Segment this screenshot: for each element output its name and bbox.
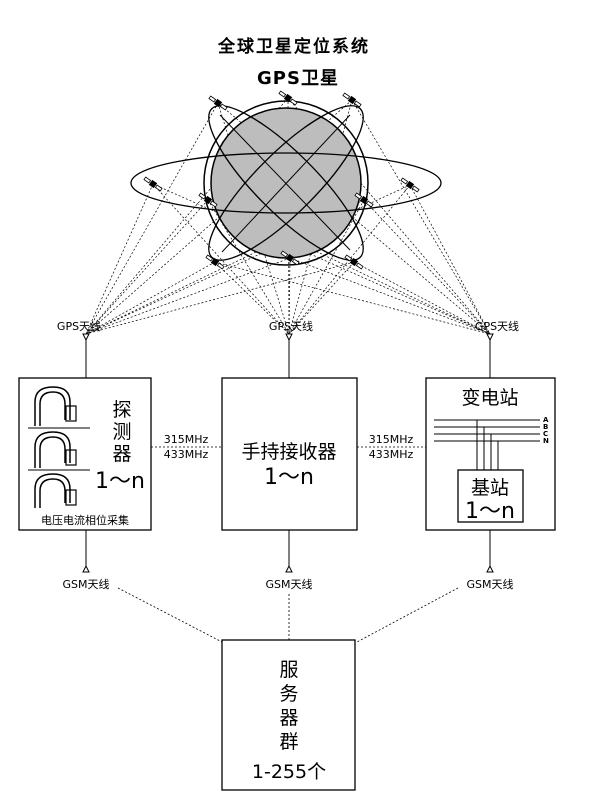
earth-globe: [130, 100, 442, 266]
satellite-signal-line: [353, 261, 491, 335]
phase-label-n: N: [543, 437, 549, 445]
gps-antenna-right-label: GPS天线: [475, 319, 519, 333]
right-link-freq-2: 433MHz: [369, 448, 414, 461]
gsm-antenna-left-label: GSM天线: [63, 577, 110, 591]
satellite-icon: [205, 254, 225, 270]
server-name-char-4: 群: [279, 731, 298, 753]
satellite-signal-line: [85, 261, 355, 335]
server-count: 1-255个: [252, 761, 326, 783]
left-link-freq-1: 315MHz: [164, 433, 209, 446]
satellite-signal-line: [288, 261, 355, 335]
gps-antenna-mid-label: GPS天线: [269, 319, 313, 333]
receiver-box: 手持接收器 1～n: [221, 377, 358, 531]
gsm-antenna-right-icon: [486, 564, 494, 573]
gps-antenna-left-label: GPS天线: [57, 319, 101, 333]
base-station-count: 1～n: [465, 499, 515, 524]
detector-name-char-3: 器: [112, 443, 131, 465]
phase-label-c: C: [543, 430, 548, 438]
gsm-antenna-left-icon: [82, 564, 90, 573]
satellite-signal-line: [288, 199, 365, 335]
radio-link-left: 315MHz 433MHz: [151, 433, 222, 461]
server-box: 服 务 器 群 1-255个: [221, 639, 356, 791]
substation-box: 变电站 A B C N 基站 1～n: [425, 377, 556, 531]
gsm-antenna-mid-icon: [285, 564, 293, 573]
satellite-icon: [342, 92, 362, 108]
current-clamp-icon-3: [34, 473, 77, 508]
satellite-signal-line: [214, 261, 491, 335]
right-link-freq-1: 315MHz: [369, 433, 414, 446]
gsm-antenna-mid-label: GSM天线: [266, 577, 313, 591]
satellite-signal-line: [85, 257, 291, 335]
substation-name: 变电站: [461, 387, 518, 409]
base-station-box: [457, 469, 524, 523]
detector-box: 探 测 器 1～n 电压电流相位采集: [18, 377, 152, 531]
gps-satellite-label: GPS卫星: [257, 68, 339, 89]
receiver-name: 手持接收器: [241, 441, 336, 463]
gps-antenna-left-icon: [82, 333, 90, 342]
satellite-signal-line: [152, 183, 290, 335]
satellite-icon: [198, 192, 218, 208]
satellite-signal-line: [85, 199, 365, 335]
detector-caption: 电压电流相位采集: [41, 513, 129, 527]
gps-antenna-right-icon: [486, 333, 494, 342]
diagram-title: 全球卫星定位系统: [217, 36, 370, 57]
satellite-signal-line: [217, 102, 491, 335]
server-name-char-1: 服: [279, 659, 298, 681]
satellite-signal-line: [363, 199, 491, 335]
satellite-signal-lines: [85, 97, 491, 335]
gsm-links: [117, 587, 459, 643]
phase-label-b: B: [543, 423, 548, 431]
satellites: [143, 90, 420, 270]
equatorial-orbit: [130, 152, 442, 214]
satellite-icon: [278, 90, 298, 106]
satellite-icon: [354, 192, 374, 208]
current-clamp-icon-1: [34, 386, 77, 426]
satellite-icon: [280, 250, 300, 266]
satellite-signal-line: [85, 183, 154, 335]
satellite-signal-line: [85, 102, 219, 335]
satellite-signal-line: [409, 184, 491, 335]
detector-name-char-2: 测: [112, 421, 131, 443]
detector-count: 1～n: [95, 469, 145, 494]
satellite-icon: [400, 177, 420, 193]
receiver-count: 1～n: [264, 465, 314, 490]
inclined-orbit-2: [208, 105, 364, 261]
satellite-signal-line: [287, 97, 290, 335]
gsm-antenna-right-label: GSM天线: [467, 577, 514, 591]
phase-label-a: A: [543, 416, 549, 424]
current-clamp-icon-2: [34, 431, 77, 468]
radio-link-right: 315MHz 433MHz: [357, 433, 426, 461]
satellite-signal-line: [351, 99, 491, 335]
base-station-name: 基站: [471, 477, 509, 499]
left-link-freq-2: 433MHz: [164, 448, 209, 461]
gps-antenna-mid-icon: [285, 333, 293, 342]
satellite-icon: [208, 95, 228, 111]
satellite-signal-line: [85, 199, 209, 335]
satellite-signal-line: [85, 261, 216, 335]
server-name-char-2: 务: [279, 683, 298, 705]
satellite-signal-line: [85, 184, 411, 335]
satellite-signal-line: [214, 261, 290, 335]
server-name-char-3: 器: [279, 707, 298, 729]
detector-name-char-1: 探: [112, 399, 131, 421]
satellite-icon: [143, 176, 163, 192]
satellite-icon: [344, 254, 364, 270]
satellite-signal-line: [289, 257, 491, 335]
busbar-lines: [434, 419, 540, 470]
satellite-signal-line: [288, 257, 291, 335]
